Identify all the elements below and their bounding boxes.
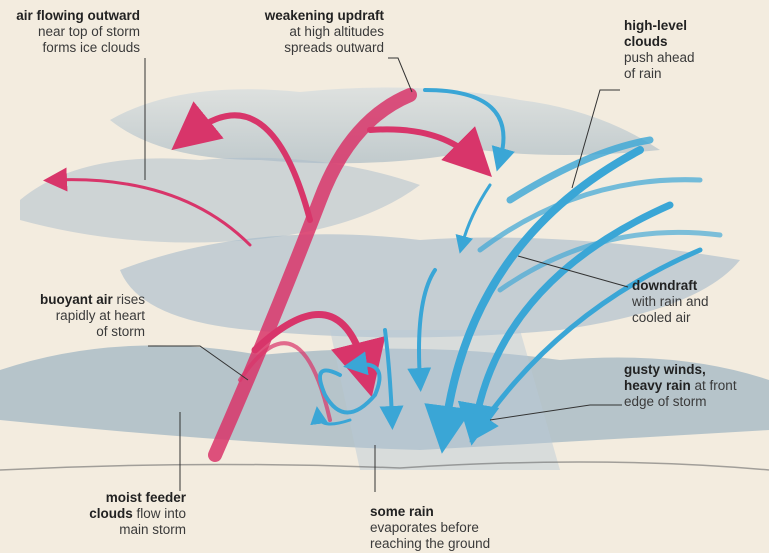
leader-weakening	[388, 58, 412, 92]
label-gusty-winds: gusty winds, heavy rain at front edge of…	[624, 362, 737, 410]
downdraft-upper-arrow	[462, 185, 490, 245]
label-air-flowing-outward: air flowing outward near top of storm fo…	[16, 8, 140, 56]
label-moist-feeder-clouds: moist feeder clouds flow into main storm	[89, 490, 186, 538]
label-downdraft: downdraft with rain and cooled air	[632, 278, 709, 326]
label-some-rain: some rain evaporates before reaching the…	[370, 504, 490, 552]
label-high-level-clouds: high-level clouds push ahead of rain	[624, 18, 695, 82]
label-buoyant-air: buoyant air rises rapidly at heart of st…	[40, 292, 145, 340]
upper-anvil-cloud	[110, 88, 660, 164]
label-weakening-updraft: weakening updraft at high altitudes spre…	[265, 8, 384, 56]
rain-shaft	[330, 330, 560, 470]
outflow-cloud	[20, 158, 420, 243]
